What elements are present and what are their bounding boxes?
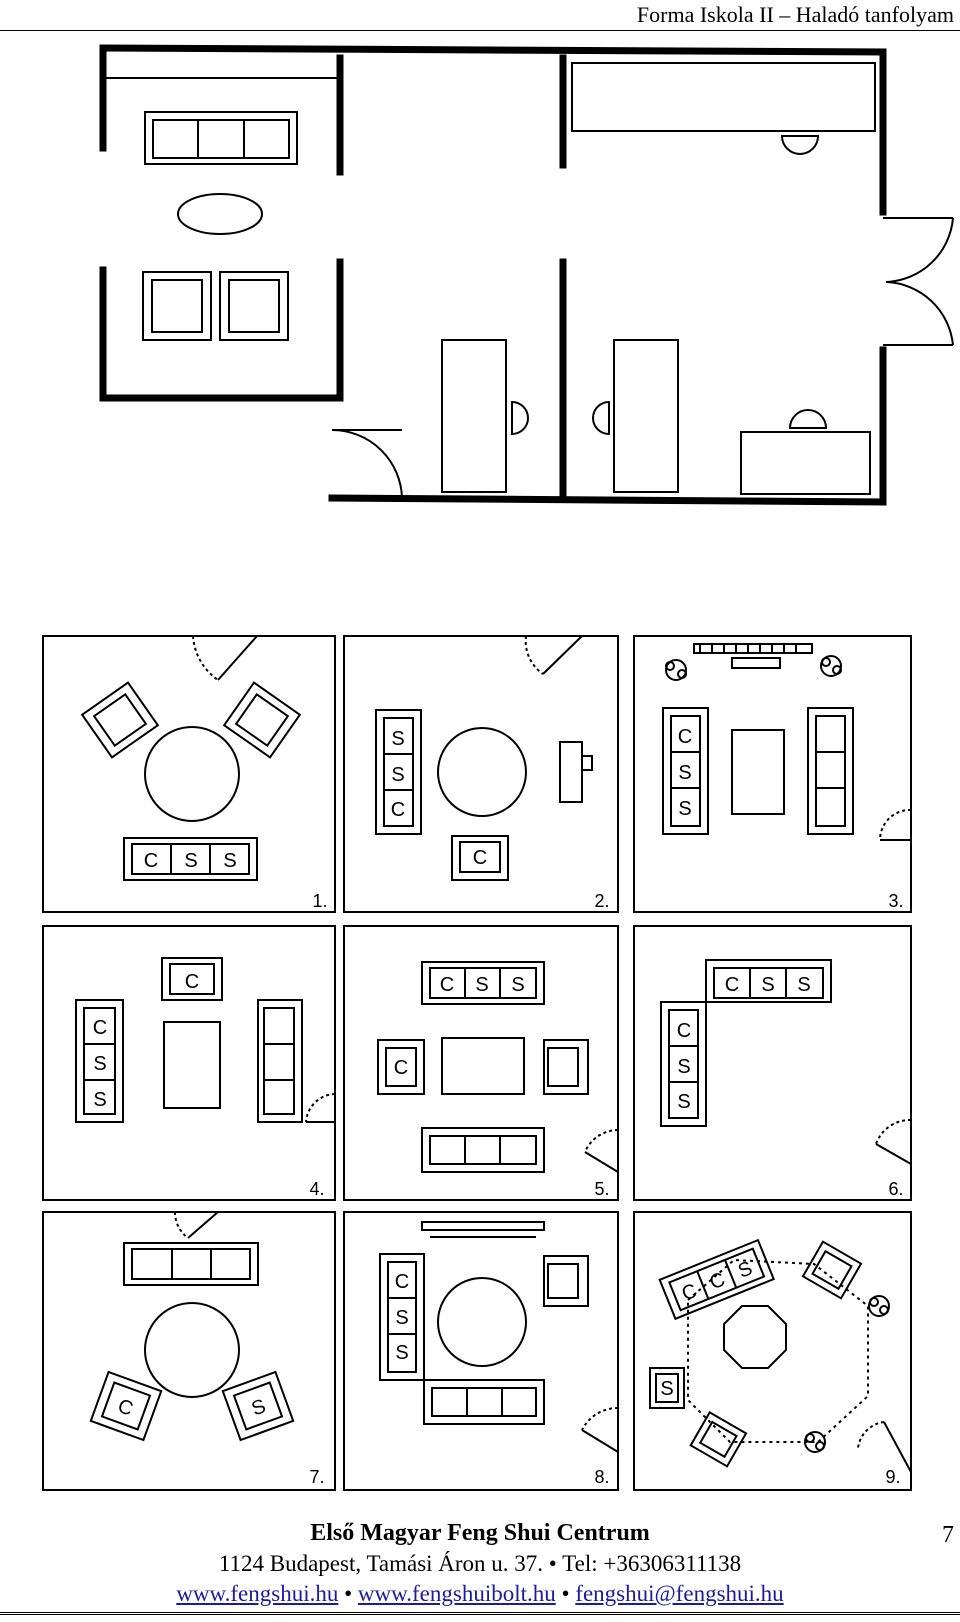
- room-3-sofa-label-2: S: [678, 762, 691, 784]
- room-5-chair-label: C: [394, 1057, 408, 1079]
- footer-organization: Első Magyar Feng Shui Centrum: [310, 1520, 650, 1546]
- room-5-sofa-label-1: C: [440, 974, 454, 996]
- room-6-layout: [660, 959, 912, 1165]
- room-4-chair-label: C: [185, 971, 199, 993]
- bottom-rule: [0, 1612, 960, 1619]
- room-1-number: 1.: [312, 891, 327, 911]
- room-6-number: 6.: [888, 1179, 903, 1199]
- page-number: 7: [942, 1522, 954, 1548]
- room-6-sofa-top-label-2: S: [761, 974, 774, 996]
- page-header: Forma Iskola II – Haladó tanfolyam: [0, 0, 960, 31]
- room-2-layout: [375, 635, 593, 881]
- room-8-sofa-label-3: S: [395, 1342, 408, 1364]
- footer-link-fengshui[interactable]: www.fengshui.hu: [176, 1581, 339, 1606]
- room-2-sofa-label-2: S: [391, 764, 404, 786]
- room-8-layout: [379, 1221, 619, 1453]
- room-4-layout: [75, 957, 336, 1123]
- office-floor-plan: [99, 44, 954, 506]
- room-2-sofa-label-1: S: [391, 728, 404, 750]
- room-9-chair-label: S: [660, 1378, 673, 1400]
- room-7-number: 7.: [309, 1467, 324, 1487]
- room-2-sofa-label-3: C: [391, 799, 405, 821]
- footer-link-email[interactable]: fengshui@fengshui.hu: [575, 1581, 784, 1606]
- room-3-number: 3.: [888, 891, 903, 911]
- layout-grid-frames: [42, 635, 912, 1491]
- room-2-chair-label: C: [473, 847, 487, 869]
- room-9-sofa-label-2: C: [707, 1268, 729, 1294]
- footer-address: 1124 Budapest, Tamási Áron u. 37. • Tel:…: [218, 1551, 742, 1576]
- footer-separator: •: [555, 1581, 576, 1606]
- room-6-sofa-left-label-3: S: [677, 1091, 690, 1113]
- floor-plan-drawings: C S S 1. S S C C 2. C S S 3. C C S S 4. …: [42, 44, 954, 1491]
- footer-links: www.fengshui.hu • www.fengshuibolt.hu • …: [0, 1581, 960, 1607]
- room-4-number: 4.: [309, 1179, 324, 1199]
- room-5-sofa-label-3: S: [511, 974, 524, 996]
- room-6-sofa-left-label-2: S: [677, 1056, 690, 1078]
- room-3-sofa-label-3: S: [678, 798, 691, 820]
- room-5-number: 5.: [594, 1179, 609, 1199]
- room-4-sofa-label-1: C: [93, 1017, 107, 1039]
- room-7-chair-label-1: C: [115, 1395, 136, 1421]
- room-1-sofa-label-1: C: [144, 850, 158, 872]
- room-8-sofa-label-1: C: [395, 1271, 409, 1293]
- room-3-sofa-label-1: C: [678, 726, 692, 748]
- room-4-sofa-label-2: S: [93, 1053, 106, 1075]
- room-3-layout: [662, 643, 912, 841]
- room-9-number: 9.: [885, 1467, 900, 1487]
- room-9-sofa-label-1: C: [679, 1280, 701, 1306]
- room-6-sofa-top-label-3: S: [797, 974, 810, 996]
- room-8-sofa-label-2: S: [395, 1307, 408, 1329]
- room-9-layout: [649, 1238, 912, 1473]
- footer-separator: •: [338, 1581, 358, 1606]
- room-7-chair-label-2: S: [249, 1395, 269, 1420]
- header-title: Forma Iskola II – Haladó tanfolyam: [636, 2, 954, 27]
- room-1-layout: [80, 635, 302, 881]
- room-4-sofa-label-3: S: [93, 1089, 106, 1111]
- room-5-sofa-label-2: S: [475, 974, 488, 996]
- room-6-sofa-left-label-1: C: [677, 1020, 691, 1042]
- room-1-sofa-label-3: S: [223, 850, 236, 872]
- room-8-number: 8.: [594, 1467, 609, 1487]
- footer-link-fengshuibolt[interactable]: www.fengshuibolt.hu: [357, 1581, 556, 1606]
- room-2-number: 2.: [594, 891, 609, 911]
- room-7-layout: [89, 1211, 295, 1442]
- room-1-sofa-label-2: S: [184, 850, 197, 872]
- room-5-layout: [377, 961, 619, 1173]
- room-6-sofa-top-label-1: C: [725, 974, 739, 996]
